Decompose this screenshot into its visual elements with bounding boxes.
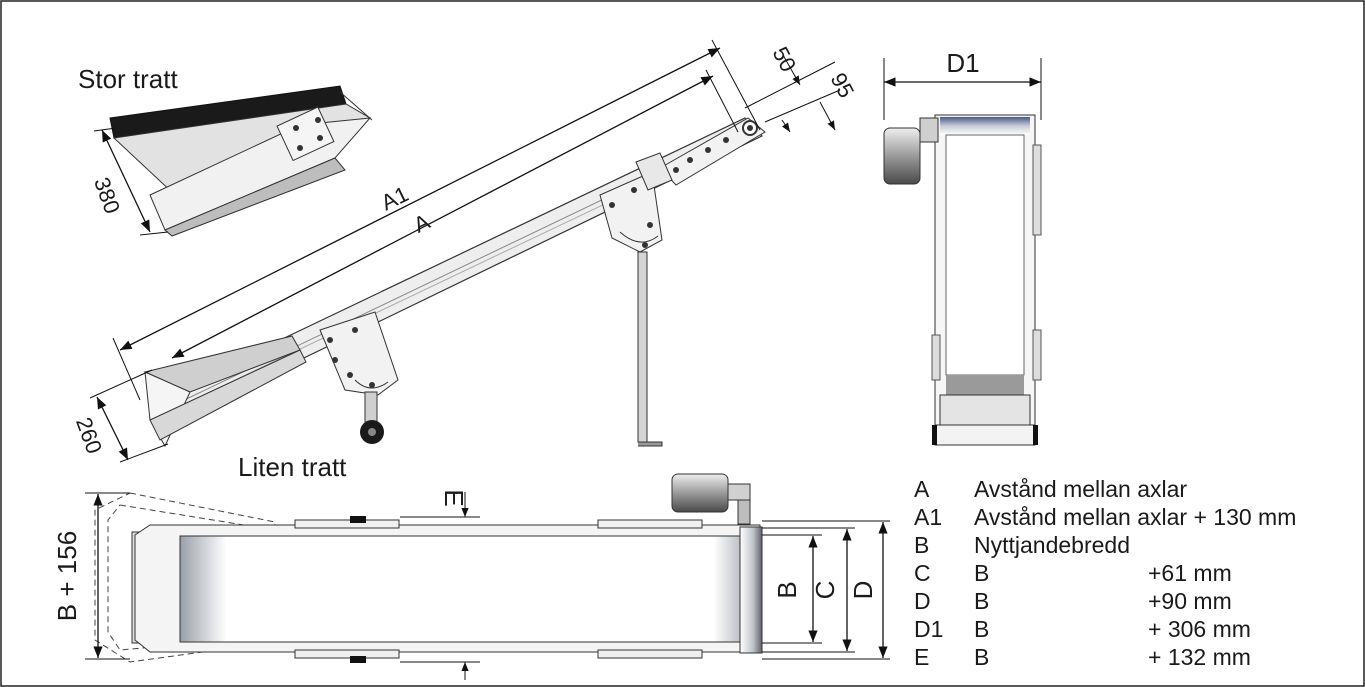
legend-key-C: C bbox=[914, 560, 931, 586]
legend-value-D: +90 mm bbox=[1148, 588, 1232, 614]
dim-E-label: E bbox=[439, 489, 469, 506]
small-hopper-label: Liten tratt bbox=[238, 452, 347, 482]
dim-D1-label: D1 bbox=[946, 48, 979, 78]
legend-text-E: B bbox=[974, 644, 989, 670]
legend-key-A1: A1 bbox=[914, 504, 942, 530]
legend-value-E: + 132 mm bbox=[1148, 644, 1251, 670]
large-hopper-label: Stor tratt bbox=[78, 64, 178, 94]
legend-value-C: +61 mm bbox=[1148, 560, 1232, 586]
legend-text-A1: Avstånd mellan axlar + 130 mm bbox=[974, 504, 1296, 530]
legend-text-A: Avstånd mellan axlar bbox=[974, 476, 1187, 502]
dim-95-label: 95 bbox=[826, 69, 860, 102]
dim-A1-label: A1 bbox=[377, 181, 412, 215]
dim-260-label: 260 bbox=[71, 414, 107, 457]
legend: A Avstånd mellan axlar A1 Avstånd mellan… bbox=[914, 476, 1296, 670]
dim-B-label: B bbox=[772, 581, 802, 598]
legend-value-D1: + 306 mm bbox=[1148, 616, 1251, 642]
legend-text-D: B bbox=[974, 588, 989, 614]
dim-C-label: C bbox=[810, 581, 840, 600]
legend-text-C: B bbox=[974, 560, 989, 586]
dim-50-95: 50 95 bbox=[744, 43, 860, 133]
legend-key-D1: D1 bbox=[914, 616, 943, 642]
top-view: E B + 156 B C D bbox=[52, 473, 890, 680]
dim-B156-label: B + 156 bbox=[52, 531, 82, 621]
legend-text-D1: B bbox=[974, 616, 989, 642]
large-hopper bbox=[109, 85, 373, 237]
end-view: D1 bbox=[883, 48, 1042, 446]
legend-key-D: D bbox=[914, 588, 931, 614]
legend-key-A: A bbox=[914, 476, 930, 502]
dim-D-label: D bbox=[848, 581, 878, 600]
legend-text-B: Nyttjandebredd bbox=[974, 532, 1130, 558]
dim-50-label: 50 bbox=[768, 43, 802, 76]
legend-key-E: E bbox=[914, 644, 929, 670]
dim-380-label: 380 bbox=[89, 174, 125, 217]
legend-key-B: B bbox=[914, 532, 929, 558]
